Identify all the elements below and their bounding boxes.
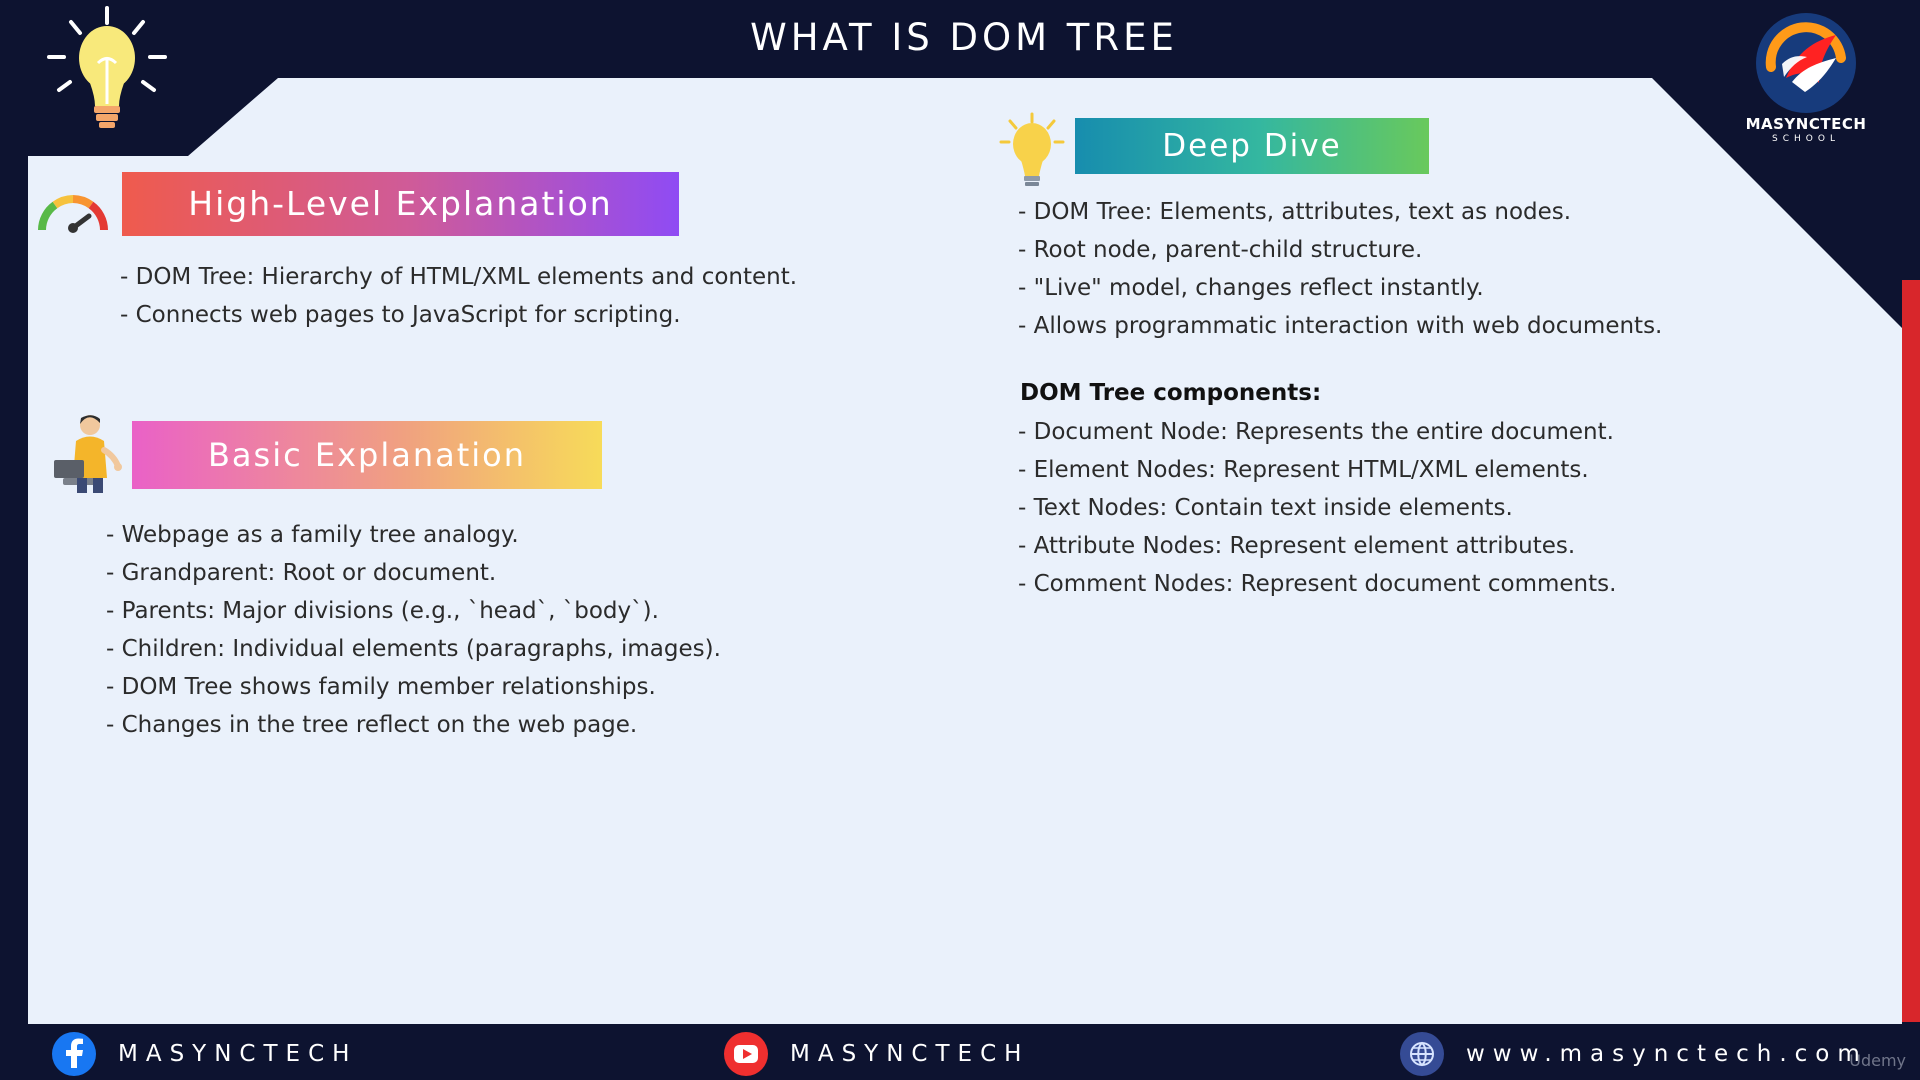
basic-header: Basic Explanation bbox=[132, 421, 602, 489]
facebook-label: MASYNCTECH bbox=[118, 1041, 358, 1067]
list-item: - Root node, parent-child structure. bbox=[1018, 237, 1423, 263]
deep-dive-lightbulb-icon bbox=[992, 108, 1072, 188]
person-laptop-icon bbox=[50, 412, 128, 496]
red-accent-bar bbox=[1902, 280, 1920, 1022]
high-level-list: - DOM Tree: Hierarchy of HTML/XML elemen… bbox=[120, 258, 797, 334]
list-item: - DOM Tree: Elements, attributes, text a… bbox=[1018, 199, 1572, 225]
youtube-label: MASYNCTECH bbox=[790, 1041, 1030, 1067]
masynctech-logo-icon bbox=[1756, 13, 1856, 113]
list-item: - Document Node: Represents the entire d… bbox=[1018, 419, 1614, 445]
list-item: - Changes in the tree reflect on the web… bbox=[106, 712, 638, 738]
youtube-link[interactable]: MASYNCTECH bbox=[724, 1032, 1029, 1076]
website-label: www.masynctech.com bbox=[1466, 1041, 1868, 1067]
list-item: - Grandparent: Root or document. bbox=[106, 560, 497, 586]
components-list: - Document Node: Represents the entire d… bbox=[1018, 413, 1616, 603]
top-lightbulb-icon bbox=[38, 2, 176, 140]
list-item: - Children: Individual elements (paragra… bbox=[106, 636, 721, 662]
list-item: - Connects web pages to JavaScript for s… bbox=[120, 302, 681, 328]
components-title: DOM Tree components: bbox=[1020, 380, 1322, 406]
deep-dive-list: - DOM Tree: Elements, attributes, text a… bbox=[1018, 193, 1662, 345]
list-item: - Allows programmatic interaction with w… bbox=[1018, 313, 1663, 339]
basic-list: - Webpage as a family tree analogy. - Gr… bbox=[106, 516, 721, 744]
website-link[interactable]: www.masynctech.com bbox=[1400, 1032, 1868, 1076]
gauge-icon bbox=[34, 188, 112, 238]
youtube-icon bbox=[724, 1032, 768, 1076]
list-item: - Comment Nodes: Represent document comm… bbox=[1018, 571, 1617, 597]
list-item: - Parents: Major divisions (e.g., `head`… bbox=[106, 598, 659, 624]
logo-title: MASYNCTECH bbox=[1745, 115, 1867, 133]
deep-dive-header: Deep Dive bbox=[1075, 118, 1429, 174]
list-item: - "Live" model, changes reflect instantl… bbox=[1018, 275, 1484, 301]
footer-bar: MASYNCTECH MASYNCTECH www.masynctech.com bbox=[0, 1024, 1920, 1080]
list-item: - DOM Tree: Hierarchy of HTML/XML elemen… bbox=[120, 264, 798, 290]
high-level-header: High-Level Explanation bbox=[122, 172, 679, 236]
list-item: - Text Nodes: Contain text inside elemen… bbox=[1018, 495, 1513, 521]
masynctech-logo: MASYNCTECH SCHOOL bbox=[1734, 10, 1878, 155]
page-title: WHAT IS DOM TREE bbox=[750, 16, 1178, 59]
list-item: - Element Nodes: Represent HTML/XML elem… bbox=[1018, 457, 1589, 483]
udemy-watermark: Udemy bbox=[1849, 1051, 1906, 1070]
list-item: - DOM Tree shows family member relations… bbox=[106, 674, 656, 700]
list-item: - Webpage as a family tree analogy. bbox=[106, 522, 519, 548]
globe-icon bbox=[1400, 1032, 1444, 1076]
list-item: - Attribute Nodes: Represent element att… bbox=[1018, 533, 1576, 559]
facebook-icon bbox=[52, 1032, 96, 1076]
logo-subtitle: SCHOOL bbox=[1772, 134, 1840, 144]
facebook-link[interactable]: MASYNCTECH bbox=[52, 1032, 357, 1076]
